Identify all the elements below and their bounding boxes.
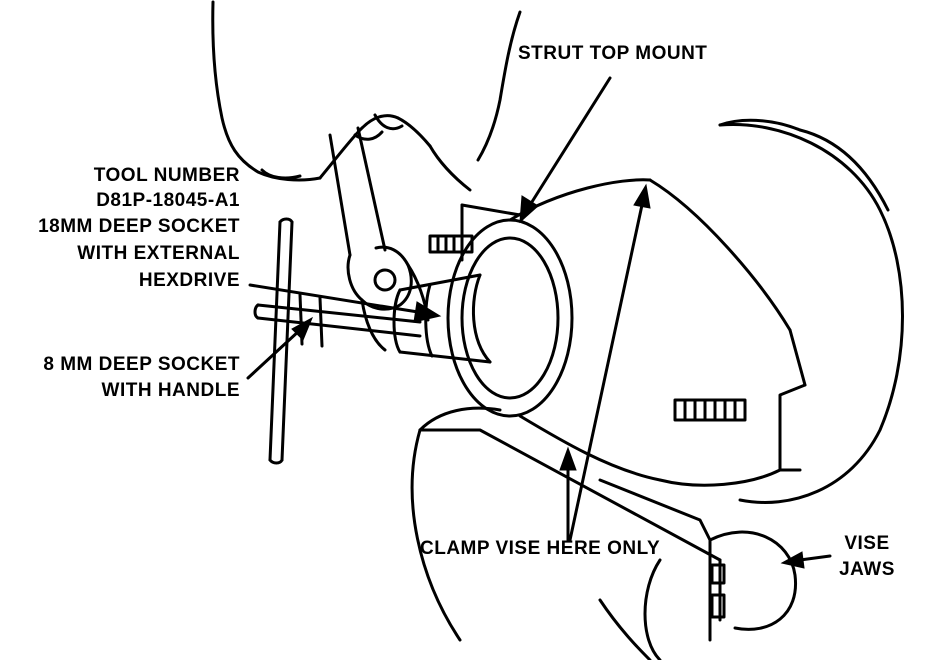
label-vise-jaws-line1: VISE [844, 533, 890, 554]
insulator-drawing [718, 118, 904, 504]
label-tool-number-line2: D81P-18045-A1 [96, 190, 240, 211]
stud-lower-drawing [673, 398, 747, 422]
strut-mount-drawing [446, 178, 807, 487]
arrow-vise-jaws [780, 551, 832, 569]
label-8mm-socket-line2: WITH HANDLE [101, 380, 240, 401]
label-vise-jaws-line2: JAWS [839, 559, 895, 580]
arrow-clamp-vise-left [559, 446, 577, 542]
vise-drawing [410, 406, 798, 660]
arrow-hexdrive [248, 283, 442, 323]
label-strut-top-mount: STRUT TOP MOUNT [518, 43, 708, 64]
arrow-8mm-socket [246, 316, 313, 380]
label-8mm-socket-line1: 8 MM DEEP SOCKET [43, 354, 240, 375]
stud-upper-drawing [428, 234, 474, 254]
deep-socket-drawing [392, 273, 492, 364]
arrow-strut-top-mount [519, 76, 612, 224]
label-tool-number-line4: WITH EXTERNAL [77, 243, 240, 264]
label-tool-number-line1: TOOL NUMBER [93, 165, 240, 186]
label-tool-number-line5: HEXDRIVE [138, 270, 240, 291]
arrow-clamp-vise-right [568, 183, 651, 542]
label-clamp-vise: CLAMP VISE HERE ONLY [420, 538, 661, 559]
label-tool-number-line3: 18MM DEEP SOCKET [38, 216, 240, 237]
hand-drawing [211, 0, 522, 192]
